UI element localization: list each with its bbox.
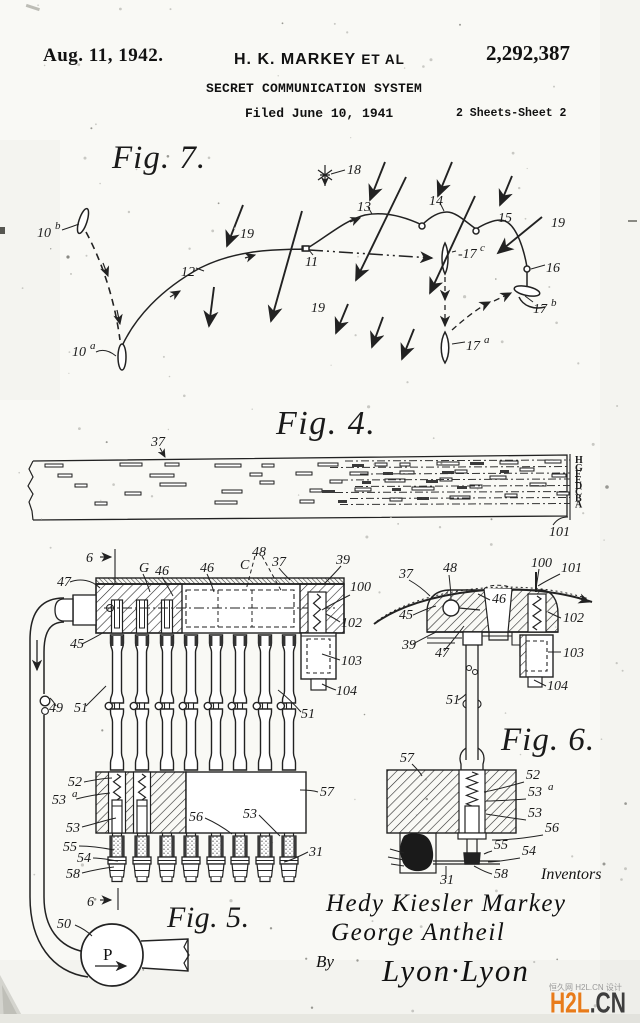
svg-text:58: 58 <box>494 867 508 882</box>
svg-text:104: 104 <box>547 679 568 694</box>
svg-text:10: 10 <box>37 226 51 241</box>
svg-text:56: 56 <box>189 810 203 825</box>
svg-text:101: 101 <box>561 561 582 576</box>
svg-text:47: 47 <box>435 646 450 661</box>
svg-text:100: 100 <box>531 556 552 571</box>
svg-text:39: 39 <box>335 553 350 568</box>
svg-text:48: 48 <box>252 545 266 560</box>
svg-text:Fig. 5.: Fig. 5. <box>166 901 250 934</box>
svg-text:49: 49 <box>49 701 63 716</box>
svg-text:100: 100 <box>350 580 371 595</box>
svg-text:G: G <box>575 463 583 474</box>
svg-text:D: D <box>575 481 582 492</box>
svg-text:Fig. 4.: Fig. 4. <box>275 405 376 442</box>
svg-text:b: b <box>551 297 557 309</box>
svg-text:57: 57 <box>320 785 335 800</box>
svg-text:C: C <box>240 558 250 573</box>
svg-text:53: 53 <box>528 806 542 821</box>
svg-text:11: 11 <box>305 255 318 270</box>
svg-text:31: 31 <box>439 873 454 888</box>
svg-text:103: 103 <box>341 654 362 669</box>
svg-text:46: 46 <box>155 564 169 579</box>
svg-text:57: 57 <box>400 751 415 766</box>
svg-text:16: 16 <box>546 261 560 276</box>
svg-text:a: a <box>484 334 490 346</box>
svg-text:54: 54 <box>77 851 91 866</box>
svg-text:37: 37 <box>271 555 287 570</box>
svg-text:12: 12 <box>181 265 195 280</box>
svg-text:A: A <box>575 500 583 511</box>
svg-text:17: 17 <box>533 302 548 317</box>
svg-text:E: E <box>575 475 582 486</box>
svg-text:G: G <box>139 561 149 576</box>
svg-text:P: P <box>103 945 112 964</box>
svg-text:53: 53 <box>52 793 66 808</box>
svg-text:13: 13 <box>357 200 371 215</box>
svg-text:31: 31 <box>308 845 323 860</box>
svg-text:55: 55 <box>63 840 77 855</box>
svg-text:52: 52 <box>68 775 82 790</box>
svg-text:51: 51 <box>446 693 460 708</box>
svg-text:19: 19 <box>240 227 254 242</box>
svg-text:52: 52 <box>526 768 540 783</box>
svg-text:a: a <box>72 788 78 800</box>
svg-text:54: 54 <box>522 844 536 859</box>
svg-text:45: 45 <box>399 608 413 623</box>
svg-text:6: 6 <box>87 895 94 910</box>
svg-text:50: 50 <box>57 917 71 932</box>
svg-text:53: 53 <box>528 785 542 800</box>
svg-text:17: 17 <box>466 339 481 354</box>
svg-text:53: 53 <box>66 821 80 836</box>
svg-text:55: 55 <box>494 838 508 853</box>
svg-text:14: 14 <box>429 194 443 209</box>
svg-text:45: 45 <box>70 637 84 652</box>
svg-text:19: 19 <box>311 301 325 316</box>
svg-text:53: 53 <box>243 807 257 822</box>
svg-text:19: 19 <box>551 216 565 231</box>
svg-text:37: 37 <box>398 567 414 582</box>
svg-text:-17: -17 <box>458 247 478 262</box>
svg-text:Fig. 6.: Fig. 6. <box>500 722 595 758</box>
svg-text:103: 103 <box>563 646 584 661</box>
svg-text:a: a <box>90 340 96 352</box>
svg-text:6: 6 <box>86 551 93 566</box>
svg-text:47: 47 <box>57 575 72 590</box>
svg-text:101: 101 <box>549 525 570 540</box>
svg-text:39: 39 <box>401 638 416 653</box>
svg-text:a: a <box>548 781 554 793</box>
svg-text:c: c <box>480 242 485 254</box>
svg-text:15: 15 <box>498 211 512 226</box>
svg-text:b: b <box>55 220 61 232</box>
svg-text:102: 102 <box>341 616 362 631</box>
svg-text:51: 51 <box>74 701 88 716</box>
svg-text:B: B <box>575 494 582 505</box>
svg-text:18: 18 <box>347 163 361 178</box>
svg-text:56: 56 <box>545 821 559 836</box>
svg-text:F: F <box>575 469 581 480</box>
svg-text:C: C <box>575 487 582 498</box>
svg-text:58: 58 <box>66 867 80 882</box>
svg-text:104: 104 <box>336 684 357 699</box>
svg-text:Fig. 7.: Fig. 7. <box>111 140 206 176</box>
svg-text:H: H <box>575 455 583 466</box>
svg-text:46: 46 <box>492 592 506 607</box>
svg-text:37: 37 <box>150 435 166 450</box>
svg-text:48: 48 <box>443 561 457 576</box>
svg-text:46: 46 <box>200 561 214 576</box>
svg-text:51: 51 <box>301 707 315 722</box>
svg-text:10: 10 <box>72 345 86 360</box>
svg-text:102: 102 <box>563 611 584 626</box>
